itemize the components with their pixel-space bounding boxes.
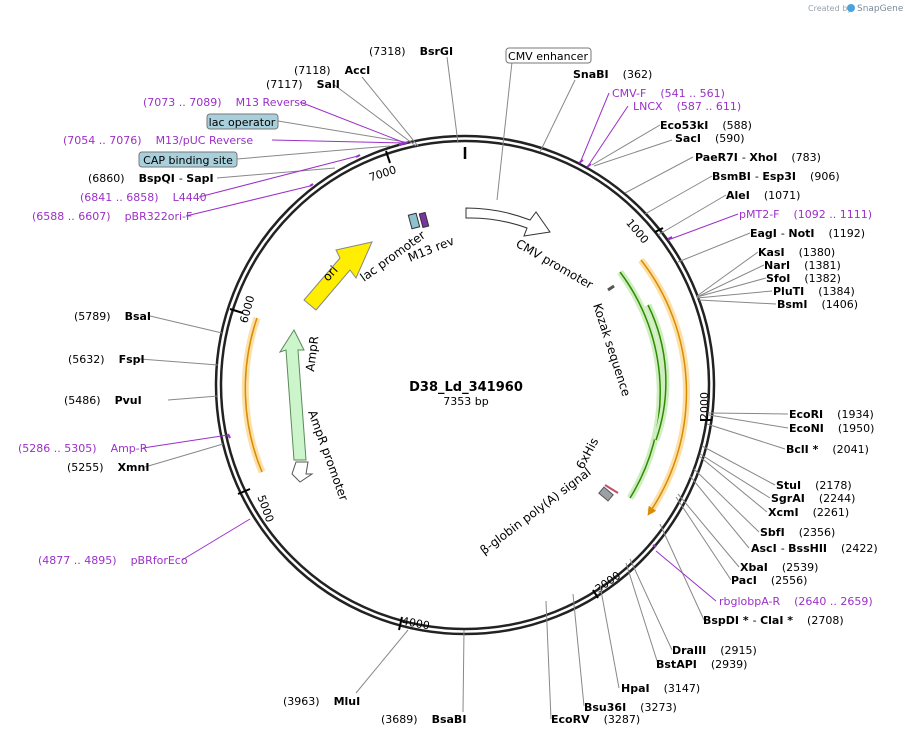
orf-orange-left-line bbox=[244, 317, 263, 473]
enzyme-hpai: HpaI(3147) bbox=[621, 682, 700, 695]
cmv-enhancer-box: CMV enhancer bbox=[496, 47, 592, 201]
svg-text:CAP binding site: CAP binding site bbox=[143, 154, 233, 167]
enzyme-econi: EcoNI(1950) bbox=[789, 422, 874, 435]
his-marker bbox=[598, 486, 614, 502]
primer-m13-reverse: (7073 .. 7089)M13 Reverse bbox=[143, 96, 307, 109]
feature-cmv-promoter: CMV promoter bbox=[514, 236, 596, 291]
primer-m13-puc-reverse: (7054 .. 7076)M13/pUC Reverse bbox=[63, 134, 253, 147]
enzyme-bspdi: BspDI *- ClaI *(2708) bbox=[703, 614, 844, 627]
cmv-promoter-arrow bbox=[465, 207, 551, 237]
enzyme-mlui: (3963)MluI bbox=[283, 695, 360, 708]
primer-amp-r: (5286 .. 5305)Amp-R bbox=[18, 442, 148, 455]
m13-marker bbox=[418, 211, 430, 229]
enzyme-sfoi: SfoI(1382) bbox=[766, 272, 841, 285]
enzyme-saci: SacI(590) bbox=[675, 132, 745, 145]
ampr-promoter-arrow bbox=[291, 461, 314, 483]
leader-lines-primers bbox=[142, 92, 739, 602]
enzyme-kasi: KasI(1380) bbox=[758, 246, 835, 259]
his-tag-line bbox=[604, 484, 619, 494]
svg-text:4000: 4000 bbox=[401, 615, 431, 633]
enzyme-pluti: PluTI(1384) bbox=[773, 285, 855, 298]
enzyme-xmni: (5255)XmnI bbox=[67, 461, 149, 474]
feature-ampr: AmpR bbox=[303, 335, 321, 372]
feature-kozak: Kozak sequence bbox=[590, 302, 633, 398]
primer-l4440: (6841 .. 6858)L4440 bbox=[80, 191, 207, 204]
enzyme-bstapi: BstAPI(2939) bbox=[656, 658, 747, 671]
enzyme-fspi: (5632)FspI bbox=[68, 353, 145, 366]
snapgene-logo-icon bbox=[847, 4, 855, 12]
svg-text:5000: 5000 bbox=[254, 493, 276, 524]
svg-text:2000: 2000 bbox=[698, 392, 711, 420]
enzyme-sbfi: SbfI(2356) bbox=[760, 526, 835, 539]
enzyme-bsai: (5789)BsaI bbox=[74, 310, 151, 323]
orf-orange-line bbox=[640, 259, 688, 516]
enzyme-nari: NarI(1381) bbox=[764, 259, 841, 272]
enzyme-bspqi: (6860)BspQI- SapI bbox=[88, 172, 214, 185]
orf-green-outer-line bbox=[619, 271, 661, 499]
enzyme-sgrai: SgrAI(2244) bbox=[771, 492, 855, 505]
cap-binding-site-box: CAP binding site bbox=[138, 145, 391, 168]
primer-pbrforeco: (4877 .. 4895)pBRforEco bbox=[38, 554, 188, 567]
backbone-outer bbox=[214, 134, 716, 636]
svg-text:lac operator: lac operator bbox=[209, 116, 276, 129]
plasmid-size: 7353 bp bbox=[443, 395, 488, 408]
enzyme-bcli: BclI *(2041) bbox=[786, 443, 869, 456]
backbone-inner bbox=[219, 139, 711, 631]
feature-ampr-promoter: AmpR promoter bbox=[305, 408, 351, 502]
feature-globin: β-globin poly(A) signal bbox=[477, 465, 593, 557]
enzyme-sali: (7117)SalI bbox=[266, 78, 340, 91]
leader-lines-left bbox=[139, 56, 459, 694]
enzyme-alei: AleI(1071) bbox=[726, 189, 800, 202]
ori-arrow bbox=[303, 241, 373, 311]
enzyme-eco53ki: Eco53kI(588) bbox=[660, 119, 752, 132]
primer-pmt2-f: pMT2-F(1092 .. 1111) bbox=[739, 208, 872, 221]
enzyme-eagi: EagI- NotI(1192) bbox=[750, 227, 865, 240]
enzyme-snabi: SnaBI(362) bbox=[573, 68, 652, 81]
enzyme-asci: AscI- BssHII(2422) bbox=[751, 542, 878, 555]
enzyme-bsmbi: BsmBI- Esp3I(906) bbox=[712, 170, 840, 183]
ampr-arrow bbox=[278, 328, 307, 461]
enzyme-acci: (7118)AccI bbox=[294, 64, 370, 77]
enzyme-bsu36i: Bsu36I(3273) bbox=[584, 701, 677, 714]
primer-cmv-f: CMV-F(541 .. 561) bbox=[612, 87, 725, 100]
primer-lncx: LNCX(587 .. 611) bbox=[633, 100, 741, 113]
tick-2000: 2000 bbox=[698, 392, 712, 421]
enzyme-paer7i: PaeR7I- XhoI(783) bbox=[695, 151, 821, 164]
enzyme-ecorv: EcoRV(3287) bbox=[551, 713, 640, 726]
enzyme-stui: StuI(2178) bbox=[776, 479, 852, 492]
lac-operator-marker bbox=[407, 212, 421, 230]
svg-text:7000: 7000 bbox=[367, 163, 398, 184]
svg-text:3000: 3000 bbox=[593, 569, 623, 596]
tick-3000: 3000 bbox=[592, 569, 623, 599]
enzyme-xbai: XbaI(2539) bbox=[740, 561, 818, 574]
enzyme-bsabi: (3689)BsaBI bbox=[381, 713, 466, 726]
credit-text: Created by bbox=[808, 4, 852, 13]
brand-text: SnapGene bbox=[857, 4, 904, 14]
tick-5000: 5000 bbox=[237, 488, 276, 524]
leader-lines-right bbox=[462, 79, 789, 720]
primer-markers bbox=[227, 141, 673, 548]
enzyme-bsmi: BsmI(1406) bbox=[777, 298, 858, 311]
feature-his: 6xHis bbox=[573, 435, 601, 471]
enzyme-pvui: (5486)PvuI bbox=[64, 394, 142, 407]
lac-operator-box: lac operator bbox=[206, 113, 406, 143]
primer-pbr322ori-f: (6588 .. 6607)pBR322ori-F bbox=[32, 210, 192, 223]
svg-text:CMV enhancer: CMV enhancer bbox=[508, 50, 588, 63]
plasmid-name: D38_Ld_341960 bbox=[409, 380, 523, 395]
enzyme-paci: PacI(2556) bbox=[731, 574, 807, 587]
enzyme-xcmi: XcmI(2261) bbox=[768, 506, 849, 519]
tick-1000: 1000 bbox=[623, 216, 664, 246]
enzyme-ecori: EcoRI(1934) bbox=[789, 408, 874, 421]
enzyme-bsrgi: (7318)BsrGI bbox=[369, 45, 453, 58]
primer-rbglobpa-r: rbglobpA-R(2640 .. 2659) bbox=[719, 595, 873, 608]
enzyme-draiii: DraIII(2915) bbox=[672, 644, 757, 657]
kozak-marker bbox=[607, 284, 615, 292]
orf-green-inner-line bbox=[647, 304, 667, 441]
tick-4000: 4000 bbox=[398, 615, 431, 633]
